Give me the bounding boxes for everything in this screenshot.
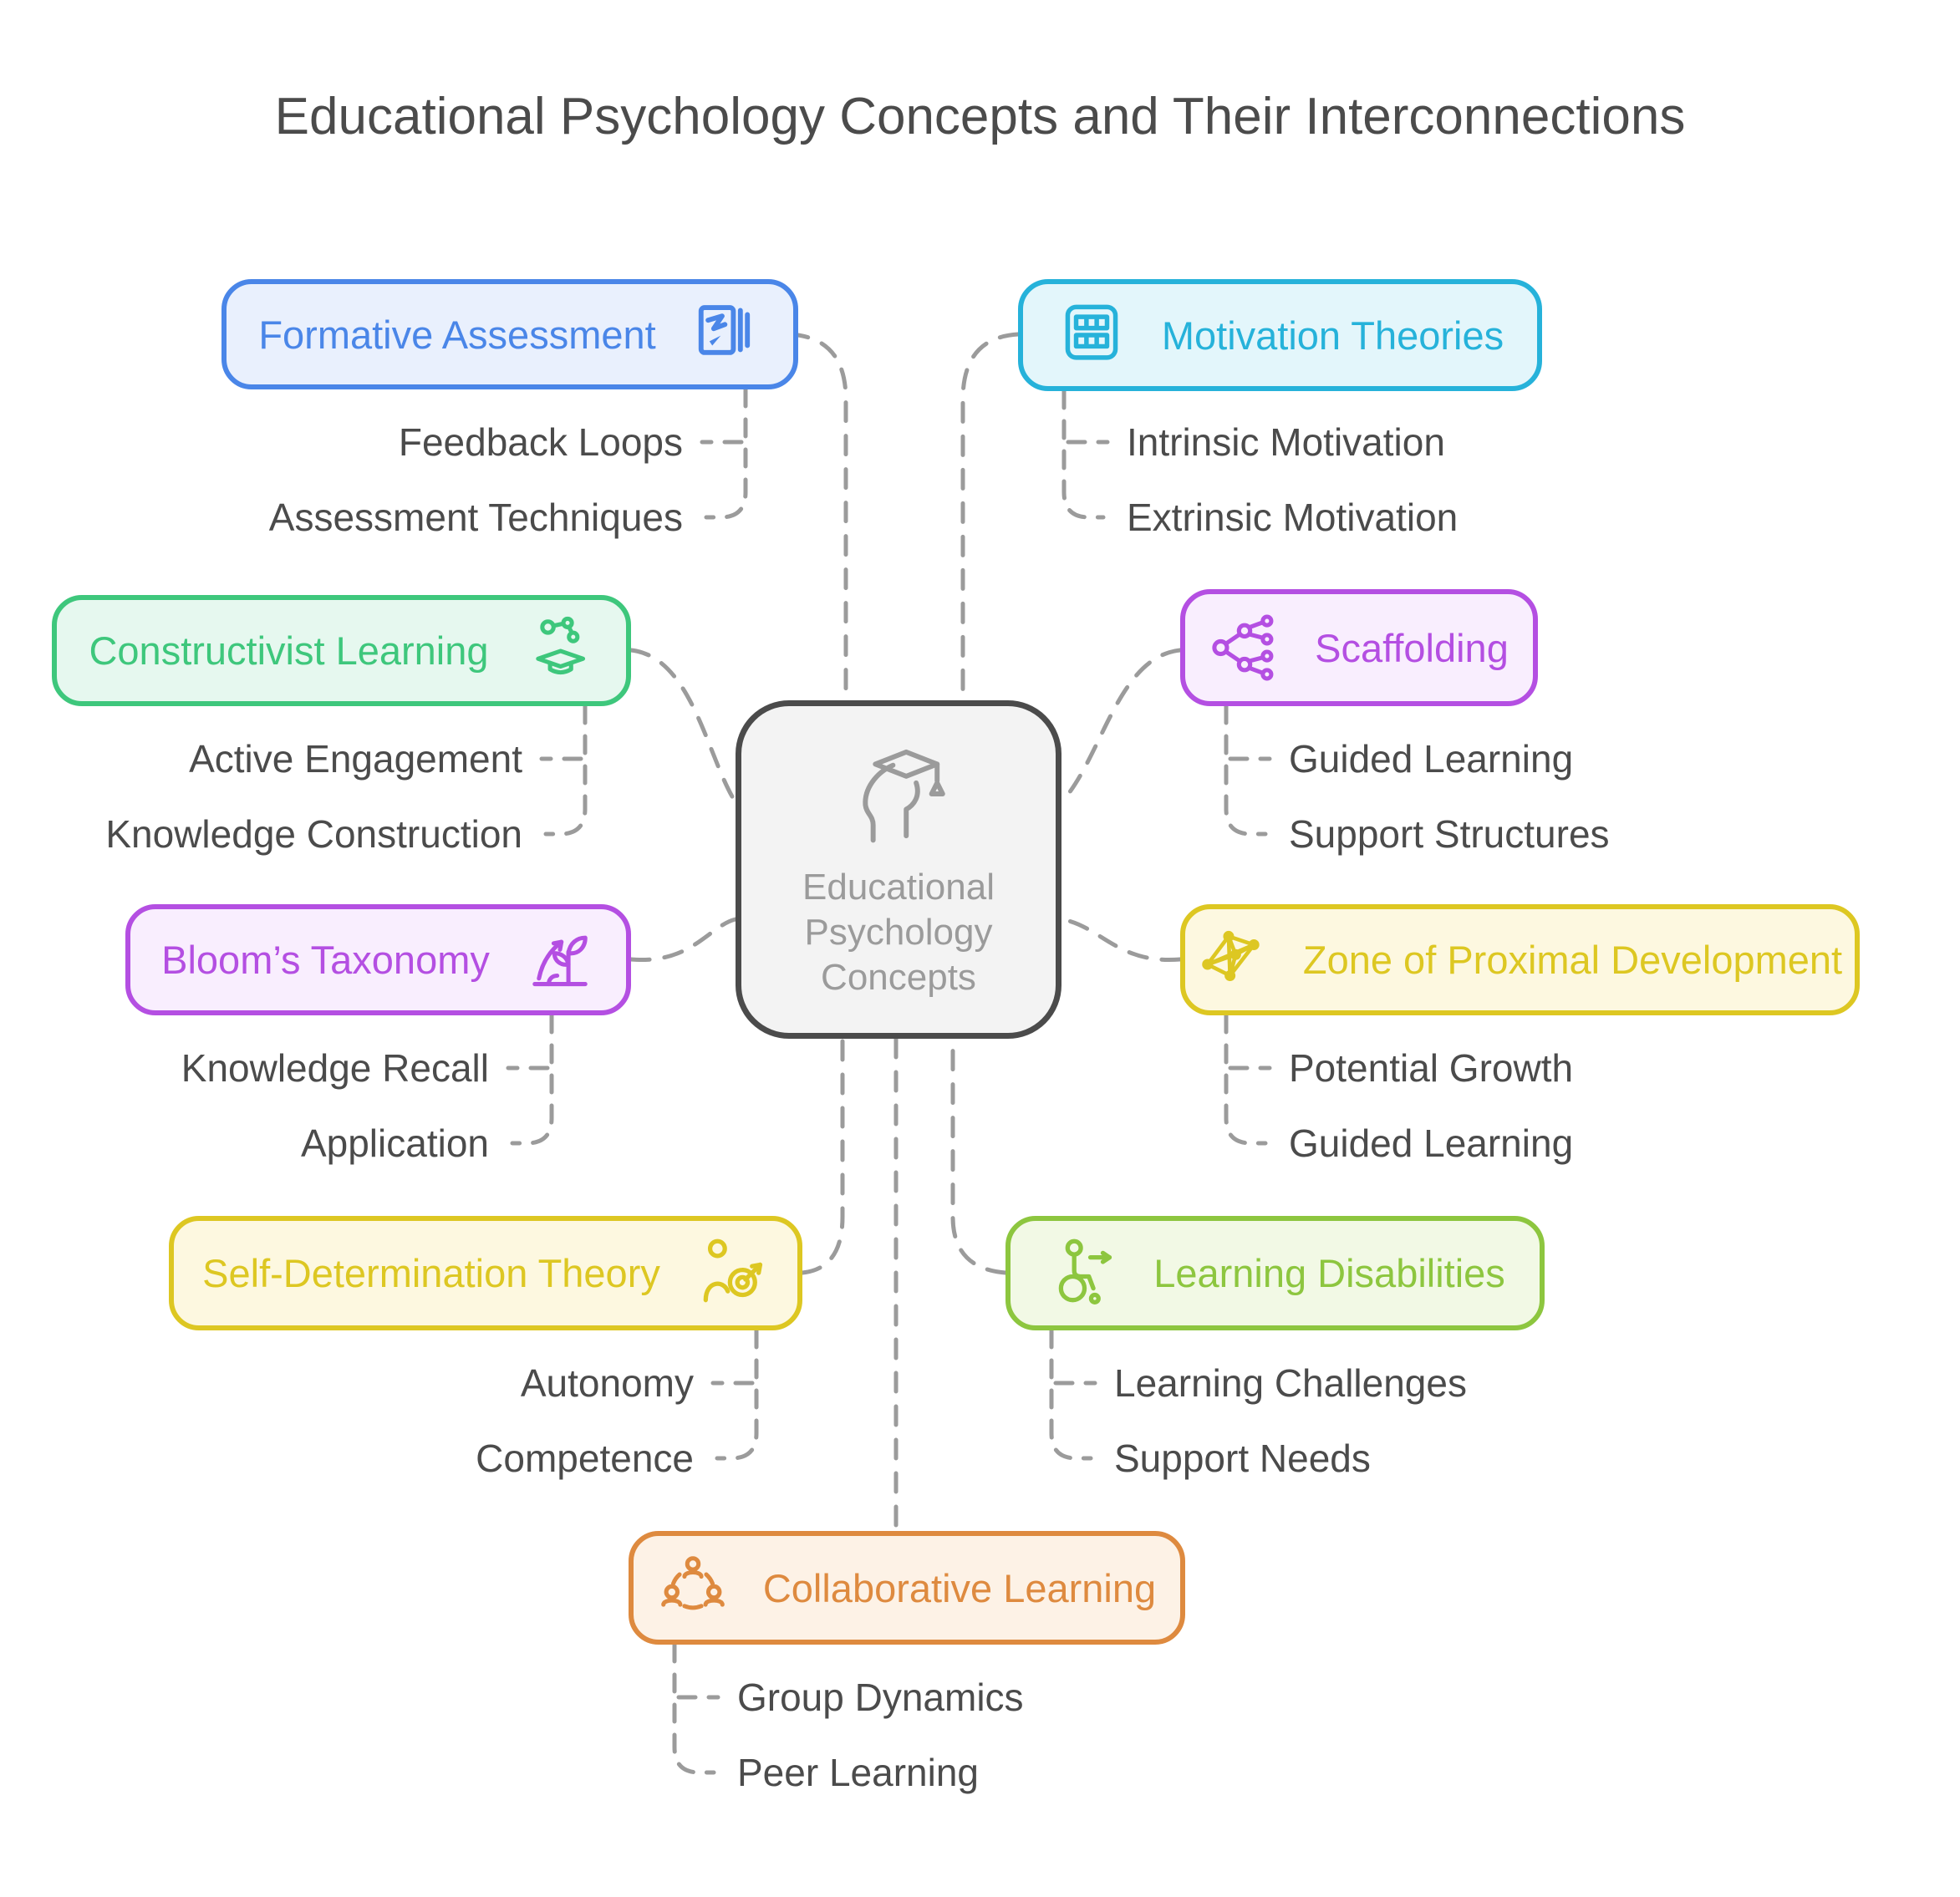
- node-self-determination-theory: Self-Determination Theory: [169, 1216, 802, 1330]
- subitem-application: Application: [300, 1121, 489, 1165]
- subitem-knowledge-construction: Knowledge Construction: [105, 812, 522, 856]
- connector-sdt-to-center: [800, 1036, 845, 1275]
- subitem-guided-learning-zpd: Guided Learning: [1289, 1121, 1574, 1165]
- node-scaffolding: Scaffolding: [1180, 589, 1538, 706]
- node-label: Formative Assessment: [258, 312, 656, 357]
- connector-ld-to-center: [950, 1036, 1008, 1275]
- node-label: Learning Disabilities: [1153, 1251, 1505, 1295]
- connector-blooms-to-center: [629, 917, 738, 963]
- subitem-learning-challenges: Learning Challenges: [1114, 1361, 1467, 1405]
- elbow-sdt-main: [715, 1328, 759, 1461]
- central-node-label: Educational Psychology Concepts: [802, 867, 995, 998]
- elbow-blooms-main: [510, 1013, 554, 1146]
- elbow-formative-main: [704, 387, 748, 520]
- node-motivation-theories: Motivation Theories: [1018, 279, 1542, 391]
- node-label: Scaffolding: [1315, 625, 1509, 670]
- node-formative-assessment: Formative Assessment: [221, 279, 798, 389]
- people-group-icon: [658, 1553, 728, 1623]
- subitem-group-dynamics: Group Dynamics: [737, 1676, 1024, 1719]
- node-collaborative-learning: Collaborative Learning: [629, 1531, 1185, 1645]
- connector-formative-to-center: [787, 332, 848, 703]
- connector-zpd-to-center: [1059, 917, 1183, 963]
- central-node: Educational Psychology Concepts: [736, 700, 1061, 1039]
- grid-table-icon: [1056, 300, 1127, 370]
- elbow-collab-main: [672, 1642, 716, 1775]
- assessment-card-icon: [691, 299, 761, 369]
- subitem-competence: Competence: [476, 1437, 694, 1480]
- subitem-support-structures: Support Structures: [1289, 812, 1610, 856]
- subitem-extrinsic-motivation: Extrinsic Motivation: [1127, 496, 1459, 539]
- page-title: Educational Psychology Concepts and Thei…: [274, 88, 1686, 145]
- connector-scaffolding-to-center: [1059, 648, 1183, 805]
- node-learning-disabilities: Learning Disabilities: [1005, 1216, 1545, 1330]
- subitem-assessment-techniques: Assessment Techniques: [268, 496, 683, 539]
- connector-constructivist-to-center: [629, 648, 738, 805]
- branch-network-icon: [1209, 613, 1280, 683]
- head-graduation-icon: [843, 739, 954, 853]
- subitem-potential-growth: Potential Growth: [1289, 1046, 1574, 1090]
- subitem-feedback-loops: Feedback Loops: [398, 420, 683, 464]
- node-label: Constructivist Learning: [89, 628, 489, 673]
- growth-plant-icon: [525, 925, 595, 995]
- node-label: Bloom’s Taxonomy: [161, 938, 490, 982]
- molecule-graduation-icon: [524, 616, 594, 686]
- node-label: Zone of Proximal Development: [1302, 938, 1843, 982]
- node-label: Collaborative Learning: [762, 1565, 1157, 1610]
- node-label: Self-Determination Theory: [202, 1251, 660, 1295]
- subitem-peer-learning: Peer Learning: [737, 1751, 979, 1794]
- connector-motivation-to-center: [960, 332, 1021, 703]
- elbow-constructivist-main: [543, 704, 588, 837]
- subitem-knowledge-recall: Knowledge Recall: [181, 1046, 489, 1090]
- wheelchair-person-icon: [1045, 1237, 1118, 1310]
- node-zone-of-proximal-development: Zone of Proximal Development: [1180, 904, 1860, 1015]
- person-target-icon: [695, 1237, 769, 1310]
- elbow-ld-main: [1049, 1328, 1093, 1461]
- subitem-guided-learning: Guided Learning: [1289, 737, 1574, 781]
- node-blooms-taxonomy: Bloom’s Taxonomy: [125, 904, 631, 1015]
- subitem-active-engagement: Active Engagement: [189, 737, 522, 781]
- node-label: Motivation Theories: [1161, 313, 1504, 358]
- node-constructivist-learning: Constructivist Learning: [52, 595, 631, 706]
- subitem-intrinsic-motivation: Intrinsic Motivation: [1127, 420, 1445, 464]
- polyhedron-network-icon: [1198, 925, 1268, 995]
- subitem-support-needs: Support Needs: [1114, 1437, 1371, 1480]
- elbow-zpd-main: [1224, 1013, 1268, 1146]
- elbow-scaffolding-main: [1224, 704, 1268, 837]
- subitem-autonomy: Autonomy: [520, 1361, 694, 1405]
- elbow-motivation-main: [1061, 389, 1106, 520]
